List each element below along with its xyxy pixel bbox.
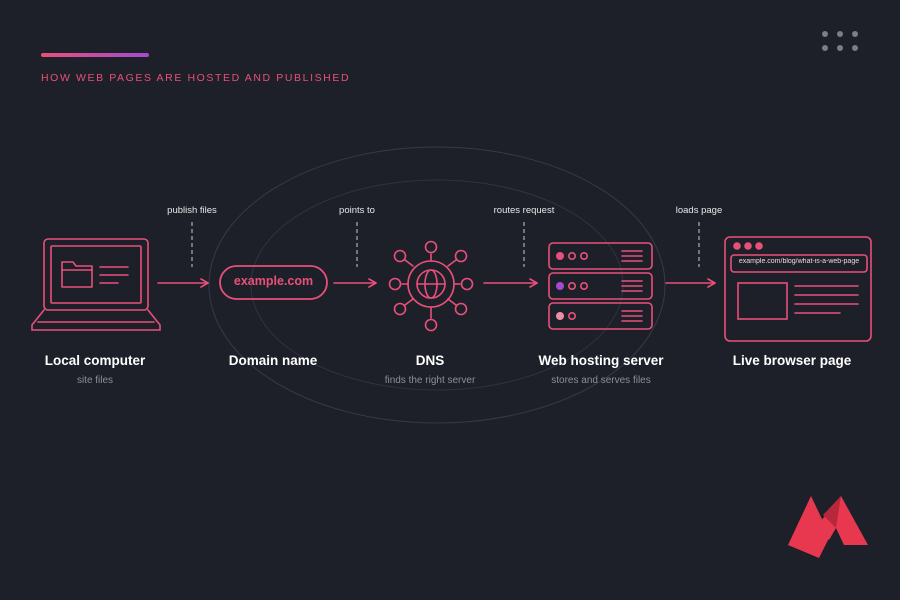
page-title: HOW WEB PAGES ARE HOSTED AND PUBLISHED [41, 72, 351, 84]
step-subtitle-local-computer: site files [76, 375, 114, 386]
address-bar-url: example.com/blog/what-is-a-web-page [738, 258, 860, 265]
step-subtitle-dns: finds the right server [384, 375, 476, 386]
step-title-local-computer: Local computer [44, 353, 146, 368]
accent-bar [41, 53, 149, 57]
connector-label-loads: loads page [675, 205, 723, 216]
step-title-live-browser: Live browser page [732, 353, 852, 368]
domain-pill [219, 265, 328, 300]
label-leaders [191, 222, 700, 267]
connector-label-points-to: points to [339, 205, 375, 216]
step-subtitle-web-hosting: stores and serves files [551, 375, 651, 386]
connector-label-routes: routes request [493, 205, 555, 216]
brand-logo-icon [788, 496, 868, 558]
connector-label-publish: publish files [167, 205, 217, 216]
domain-pill-text: example.com [233, 274, 314, 288]
step-title-web-hosting: Web hosting server [538, 353, 664, 368]
browser-window-icon [724, 236, 872, 342]
step-title-dns: DNS [415, 353, 445, 368]
step-title-domain-name: Domain name [228, 353, 318, 368]
dots-grid-icon[interactable] [822, 31, 858, 55]
laptop-folder-icon [31, 238, 161, 331]
server-rack-icon [548, 242, 653, 330]
network-globe-icon [388, 240, 474, 332]
background-ellipses [208, 146, 666, 424]
